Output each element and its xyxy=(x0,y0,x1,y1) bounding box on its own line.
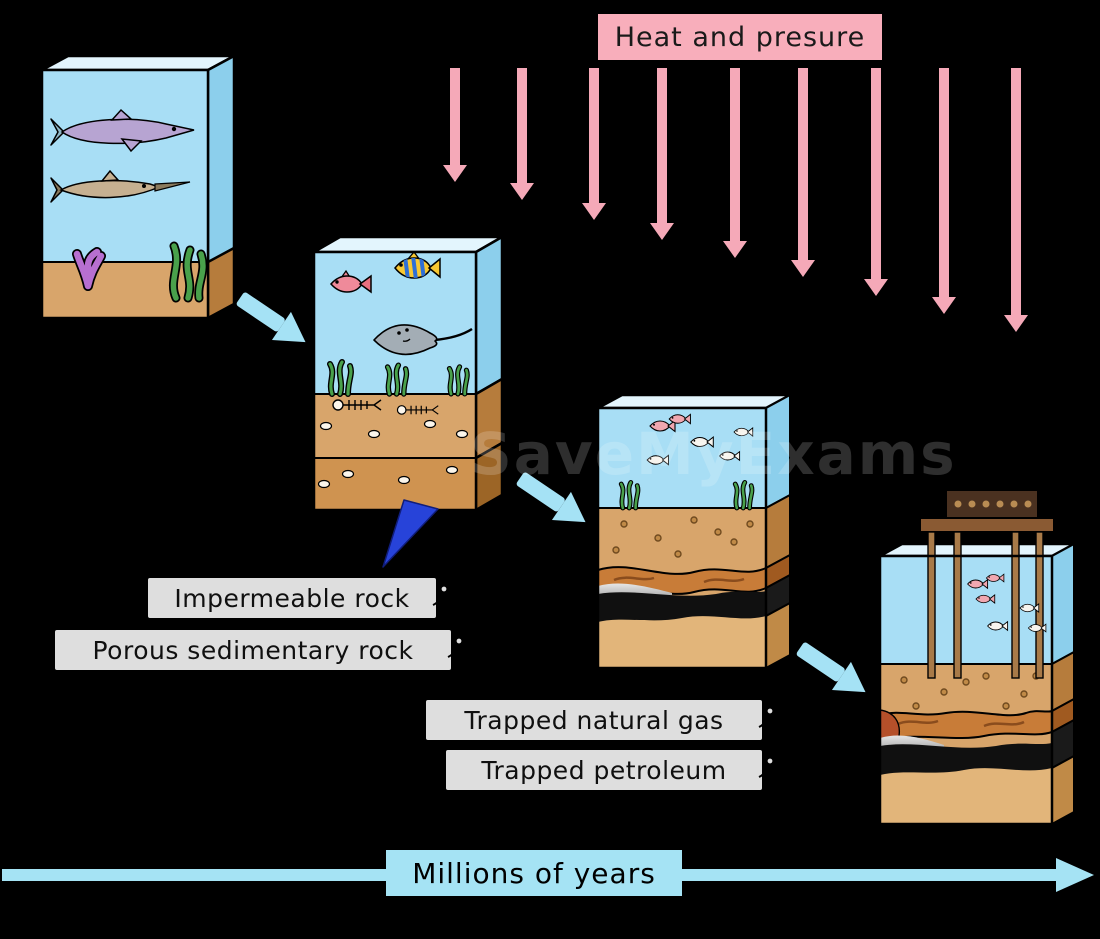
rig-legs xyxy=(927,531,1044,679)
tank-side-water xyxy=(765,393,791,510)
tank-stage-2 xyxy=(312,234,504,513)
callout-label: Impermeable rock xyxy=(174,583,410,613)
tropical-fish-icon xyxy=(394,250,441,279)
seaweed-icon xyxy=(732,479,755,511)
fish-skeleton-icon xyxy=(332,399,382,411)
tank-front-outline xyxy=(40,68,210,320)
seaweed-icon xyxy=(168,241,208,303)
ichthyosaur-icon xyxy=(50,108,195,153)
tank-top-face xyxy=(596,393,792,410)
seaweed-icon xyxy=(327,359,354,397)
tank-front-outline xyxy=(878,554,1054,826)
stage-arrow-icon xyxy=(516,472,586,523)
heat-arrow-down-icon xyxy=(864,68,888,296)
rig-deck xyxy=(919,517,1055,533)
fish-icon xyxy=(330,269,372,294)
leader-line-icon xyxy=(758,706,775,728)
tank-top-face xyxy=(878,542,1076,558)
tank-front-outline xyxy=(596,406,768,670)
callout-trapped-petroleum: Trapped petroleum xyxy=(446,750,775,790)
bone-fragments xyxy=(317,419,469,489)
tank-side-water xyxy=(474,234,504,397)
tank-front-outline xyxy=(312,250,478,512)
callout-impermeable-rock: Impermeable rock xyxy=(148,578,449,618)
tank-stage-3 xyxy=(596,393,792,670)
tank-stage-4 xyxy=(878,489,1076,826)
rig-portholes xyxy=(954,500,1032,508)
callout-label: Trapped natural gas xyxy=(464,705,724,735)
heat-arrow-down-icon xyxy=(791,68,815,277)
impermeable-rock-pointer xyxy=(382,499,439,568)
heat-pressure-label: Heat and presure xyxy=(598,14,882,60)
tank-side-rock xyxy=(1051,754,1075,826)
fish-skeleton-icon xyxy=(396,405,439,415)
seaweed-icon xyxy=(446,364,470,397)
leader-line-icon xyxy=(447,636,464,658)
heat-arrow-down-icon xyxy=(932,68,956,314)
callout-label: Trapped petroleum xyxy=(481,755,727,785)
pebbles xyxy=(900,672,1040,710)
coral-icon xyxy=(72,247,106,291)
timeline-label: Millions of years xyxy=(386,850,682,896)
heat-arrow-down-icon xyxy=(582,68,606,220)
tank-top-face xyxy=(40,54,236,72)
petroleum-layer xyxy=(880,743,1052,775)
heat-arrow-down-icon xyxy=(510,68,534,200)
rock-layer-bottom xyxy=(598,610,766,668)
heat-arrow-down-icon xyxy=(650,68,674,240)
stingray-icon xyxy=(373,324,473,356)
callout-label: Porous sedimentary rock xyxy=(92,635,414,665)
callout-porous-sedimentary-rock: Porous sedimentary rock xyxy=(55,630,464,670)
leader-line-icon xyxy=(758,756,775,778)
tank-side-water xyxy=(1051,542,1075,666)
swordfish-icon xyxy=(50,169,191,203)
oil-rig-icon xyxy=(919,489,1055,533)
rock-layer-bottom xyxy=(880,766,1052,824)
sand-layer xyxy=(42,262,208,318)
heat-arrows xyxy=(443,68,1028,332)
leader-line-icon xyxy=(432,584,449,606)
heat-arrow-down-icon xyxy=(723,68,747,258)
tank-stage-1 xyxy=(40,53,236,321)
seaweed-icon xyxy=(618,479,641,511)
stage-arrow-icon xyxy=(796,642,866,693)
callout-trapped-natural-gas: Trapped natural gas xyxy=(426,700,775,740)
pebbles xyxy=(612,516,754,558)
heat-arrow-down-icon xyxy=(443,68,467,182)
impermeable-rock-layer xyxy=(879,709,1053,742)
heat-arrow-down-icon xyxy=(1004,68,1028,332)
stage-arrow-icon xyxy=(236,292,306,343)
seaweed-icon xyxy=(384,362,410,397)
tank-top-face xyxy=(312,235,504,254)
petroleum-layer xyxy=(598,591,766,622)
